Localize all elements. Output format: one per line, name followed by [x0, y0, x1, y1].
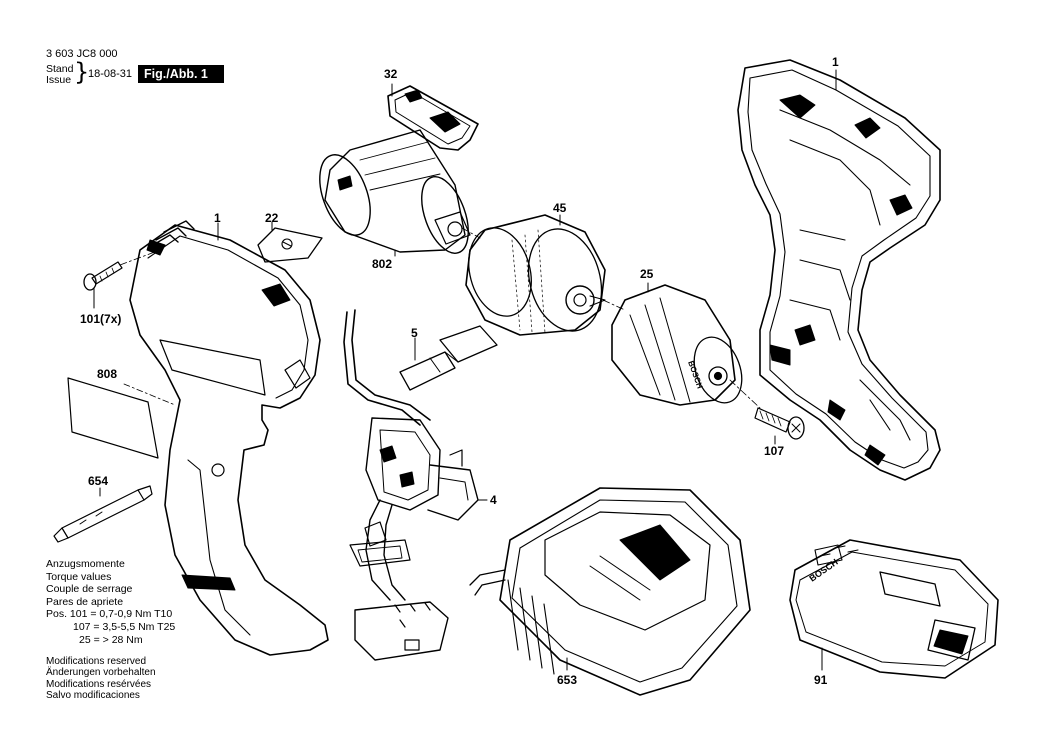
screw-101	[83, 261, 123, 309]
label-22	[257, 221, 323, 263]
part-number-labels: 1 32 1 22 802 45 25 101(7x) 808 5 107 65…	[80, 55, 839, 687]
nameplate-808	[67, 377, 176, 459]
part-label-802: 802	[372, 257, 392, 271]
modifications-note: Modifications reserved Änderungen vorbeh…	[46, 656, 156, 702]
mods-line-es: Salvo modificaciones	[46, 690, 140, 702]
part-label-107: 107	[764, 444, 784, 458]
slide-switch-5	[399, 325, 498, 391]
part-label-4: 4	[490, 493, 497, 507]
part-label-5: 5	[411, 326, 418, 340]
issue-text: Issue	[46, 74, 72, 86]
torque-pos-25: 25 = > 28 Nm	[79, 633, 143, 646]
torque-line-de: Anzugsmomente	[46, 558, 125, 570]
screw-107	[754, 407, 805, 445]
part-label-22: 22	[265, 211, 279, 225]
figure-badge: Fig./Abb. 1	[138, 65, 224, 83]
motor	[319, 129, 471, 257]
issue-date: 18-08-31	[88, 68, 133, 80]
torque-pos-101: Pos. 101 = 0,7-0,9 Nm T10	[46, 608, 173, 621]
stand-text: Stand	[46, 63, 74, 75]
switch-cover	[387, 83, 479, 151]
screwdriver-bit-654	[53, 485, 153, 543]
mods-line-fr: Modifications resérvées	[46, 678, 152, 690]
part-label-45: 45	[553, 201, 567, 215]
part-label-654: 654	[88, 474, 108, 488]
assembly-axis-lines	[119, 227, 761, 409]
part-label-101: 101(7x)	[80, 312, 121, 326]
gearbox	[465, 214, 606, 336]
torque-line-es: Pares de apriete	[46, 595, 124, 608]
mods-line-en: Modifications reserved	[46, 656, 147, 667]
housing-right-half	[737, 59, 941, 481]
battery-91: BOSCH	[789, 539, 999, 679]
torque-pos-107: 107 = 3,5-5,5 Nm T25	[73, 620, 176, 633]
switch-4	[343, 309, 488, 661]
torque-values-note: Anzugsmomente Torque values Couple de se…	[46, 558, 175, 646]
part-label-1-left: 1	[214, 211, 221, 225]
mods-line-de: Änderungen vorbehalten	[46, 667, 156, 679]
part-label-1-right: 1	[832, 55, 839, 69]
document-number: 3 603 JC8 000	[46, 48, 118, 60]
chuck-brand-text: BOSCH	[686, 360, 704, 390]
stand-issue-label: Stand Issue	[46, 64, 73, 86]
part-label-653: 653	[557, 673, 577, 687]
part-label-91: 91	[814, 673, 828, 687]
brace-glyph: }	[74, 58, 90, 86]
torque-line-fr: Couple de serrage	[46, 583, 133, 596]
chuck: BOSCH	[611, 282, 743, 406]
housing-left-half	[129, 220, 329, 656]
charger-653	[469, 487, 751, 696]
torque-line-en: Torque values	[46, 570, 112, 583]
part-label-25: 25	[640, 267, 654, 281]
part-label-808: 808	[97, 367, 117, 381]
part-label-32: 32	[384, 67, 398, 81]
